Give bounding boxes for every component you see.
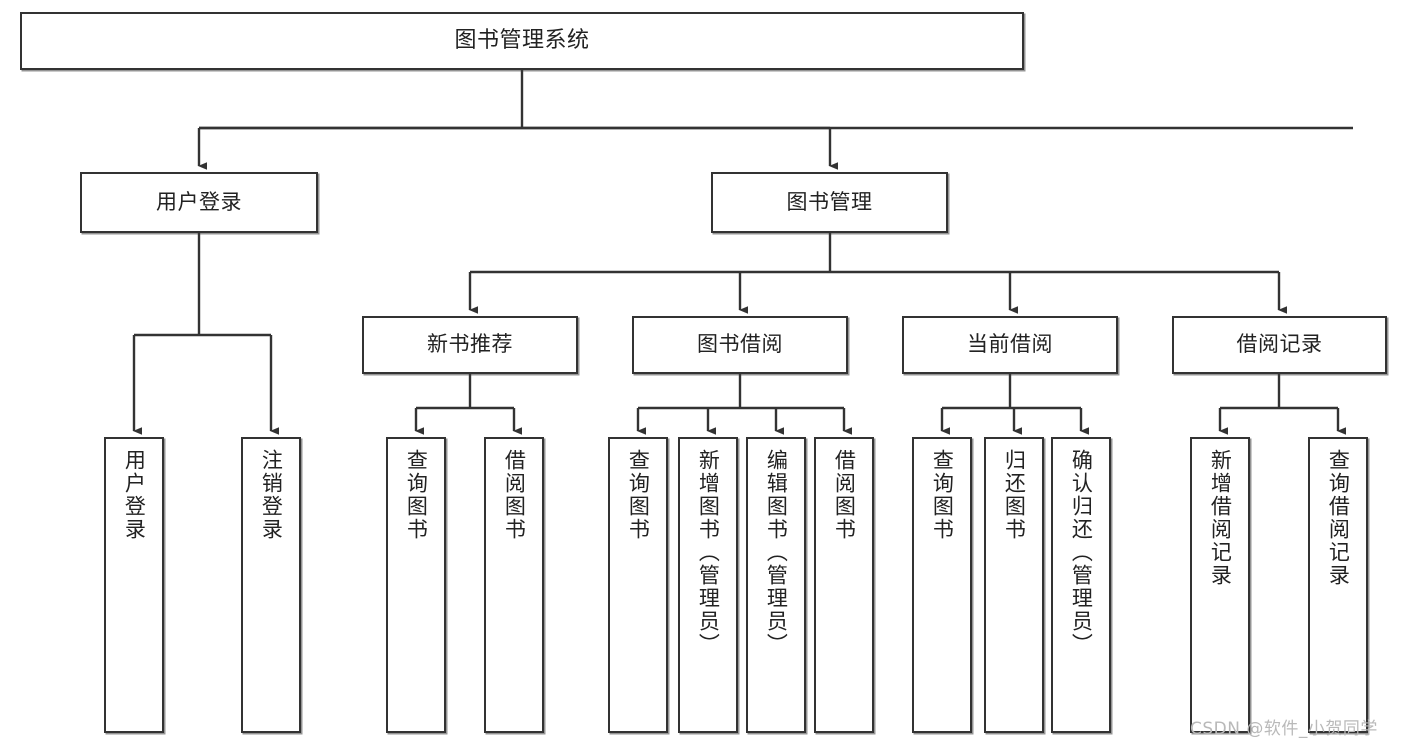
node-label: 借阅图书 — [502, 449, 527, 541]
leaf-node[interactable]: 确认归还（管理员） — [1051, 437, 1111, 733]
node-label: 归还图书 — [1002, 449, 1027, 541]
node-label: 用户登录 — [122, 449, 147, 541]
leaf-node[interactable]: 新增图书（管理员） — [678, 437, 738, 733]
node-label: 用户登录 — [156, 189, 242, 214]
node-label: 借阅记录 — [1236, 332, 1323, 357]
node-label: 新增借阅记录 — [1208, 449, 1233, 587]
node-label: 借阅图书 — [832, 449, 857, 541]
node-root-system[interactable]: 图书管理系统 — [20, 12, 1024, 70]
leaf-node[interactable]: 借阅图书 — [484, 437, 544, 733]
node-label: 图书借阅 — [697, 332, 783, 357]
node-book-management[interactable]: 图书管理 — [711, 172, 948, 233]
leaf-node[interactable]: 查询图书 — [386, 437, 446, 733]
node-label: 查询图书 — [404, 449, 429, 541]
leaf-node[interactable]: 借阅图书 — [814, 437, 874, 733]
leaf-node[interactable]: 查询图书 — [608, 437, 668, 733]
leaf-node[interactable]: 注销登录 — [241, 437, 301, 733]
node-current-borrow[interactable]: 当前借阅 — [902, 316, 1118, 374]
node-label: 新增图书（管理员） — [696, 449, 721, 656]
node-label: 查询图书 — [626, 449, 651, 541]
node-borrow-record[interactable]: 借阅记录 — [1172, 316, 1387, 374]
leaf-node[interactable]: 查询借阅记录 — [1308, 437, 1368, 733]
leaf-node[interactable]: 查询图书 — [912, 437, 972, 733]
node-user-login[interactable]: 用户登录 — [80, 172, 318, 233]
node-book-borrow[interactable]: 图书借阅 — [632, 316, 848, 374]
leaf-node[interactable]: 归还图书 — [984, 437, 1044, 733]
leaf-node[interactable]: 用户登录 — [104, 437, 164, 733]
node-label: 查询借阅记录 — [1326, 449, 1351, 587]
node-label: 编辑图书（管理员） — [764, 449, 789, 656]
leaf-node[interactable]: 编辑图书（管理员） — [746, 437, 806, 733]
leaf-node[interactable]: 新增借阅记录 — [1190, 437, 1250, 733]
node-label: 当前借阅 — [967, 332, 1053, 357]
node-new-book-recommendation[interactable]: 新书推荐 — [362, 316, 578, 374]
node-label: 查询图书 — [930, 449, 955, 541]
node-label: 图书管理 — [786, 189, 873, 214]
node-label: 新书推荐 — [427, 332, 513, 357]
node-label: 图书管理系统 — [454, 27, 590, 53]
csdn-watermark: CSDN @软件_小贺同学 — [1190, 719, 1378, 739]
node-label: 确认归还（管理员） — [1069, 449, 1094, 656]
node-label: 注销登录 — [259, 449, 284, 541]
